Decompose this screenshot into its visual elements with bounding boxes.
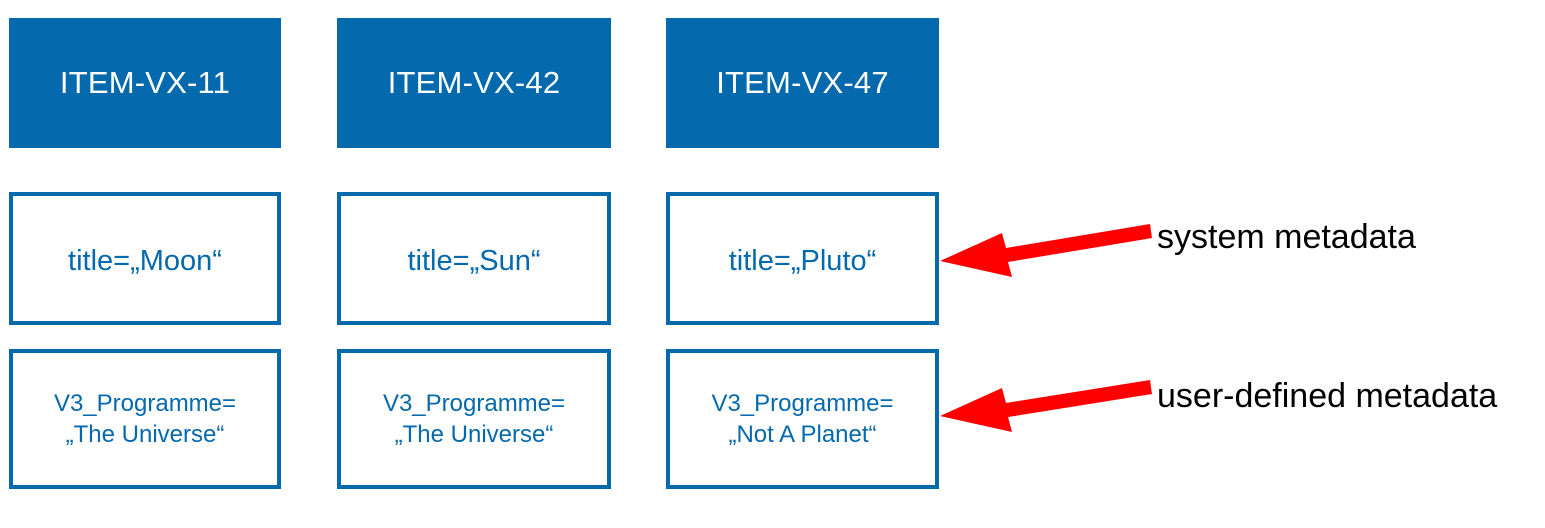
item-id-label: ITEM-VX-47 xyxy=(716,65,889,100)
item-header-box-1[interactable]: ITEM-VX-11 xyxy=(9,18,281,148)
item-header-box-2[interactable]: ITEM-VX-42 xyxy=(337,18,611,148)
user-metadata-box-1[interactable]: V3_Programme= „The Universe“ xyxy=(9,349,281,489)
item-column-1: ITEM-VX-11 title=„Moon“ V3_Programme= „T… xyxy=(9,0,281,528)
system-metadata-box-1[interactable]: title=„Moon“ xyxy=(9,192,281,325)
system-metadata-text: title=„Sun“ xyxy=(407,244,541,277)
system-metadata-arrow-icon xyxy=(940,224,1152,277)
item-header-box-3[interactable]: ITEM-VX-47 xyxy=(666,18,939,148)
system-metadata-box-3[interactable]: title=„Pluto“ xyxy=(666,192,939,325)
item-column-2: ITEM-VX-42 title=„Sun“ V3_Programme= „Th… xyxy=(337,0,611,528)
user-metadata-box-3[interactable]: V3_Programme= „Not A Planet“ xyxy=(666,349,939,489)
item-column-3: ITEM-VX-47 title=„Pluto“ V3_Programme= „… xyxy=(666,0,939,528)
system-metadata-text: title=„Moon“ xyxy=(68,244,222,277)
user-defined-metadata-arrow-icon xyxy=(940,380,1152,432)
item-id-label: ITEM-VX-11 xyxy=(59,65,231,100)
system-metadata-text: title=„Pluto“ xyxy=(728,244,877,277)
system-metadata-annotation-label: system metadata xyxy=(1157,218,1416,256)
user-metadata-text: V3_Programme= „The Universe“ xyxy=(382,389,566,448)
system-metadata-box-2[interactable]: title=„Sun“ xyxy=(337,192,611,325)
user-defined-metadata-annotation-label: user-defined metadata xyxy=(1157,377,1498,415)
user-metadata-text: V3_Programme= „Not A Planet“ xyxy=(711,389,894,448)
user-metadata-box-2[interactable]: V3_Programme= „The Universe“ xyxy=(337,349,611,489)
user-metadata-text: V3_Programme= „The Universe“ xyxy=(53,389,237,448)
item-id-label: ITEM-VX-42 xyxy=(387,65,561,100)
